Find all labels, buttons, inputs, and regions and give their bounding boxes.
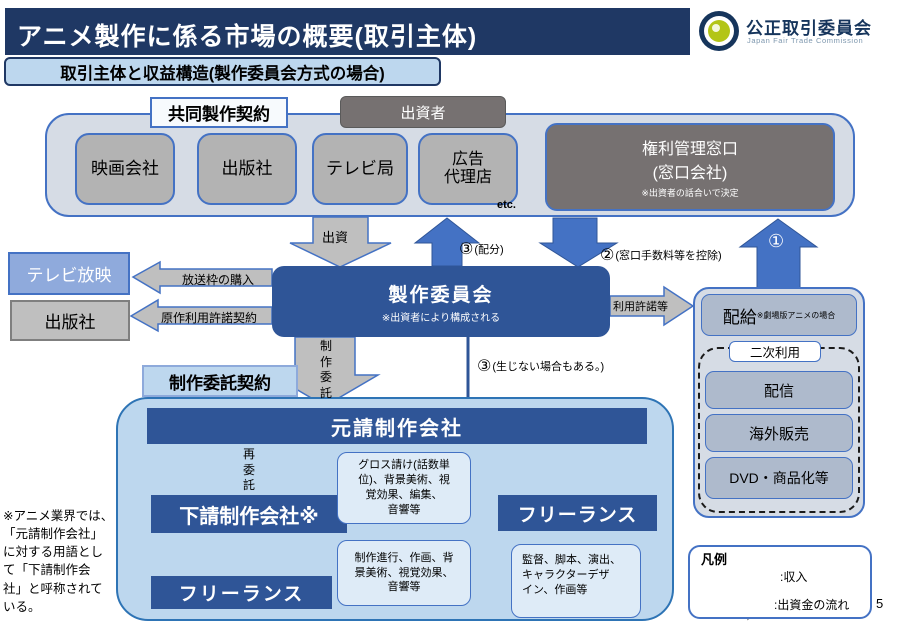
- jftc-logo-subtitle: Japan Fair Trade Commission: [747, 36, 864, 45]
- prime-contractor-bar: 元請制作会社: [147, 408, 647, 444]
- jftc-logo-name: 公正取引委員会: [746, 19, 872, 38]
- circled-3-mid: ③: [477, 358, 492, 375]
- production-consign-label: 制 作 委 託: [319, 339, 332, 400]
- legend-title: 凡例: [701, 552, 728, 567]
- publisher-box: 出版社: [10, 300, 130, 341]
- dist-item-overseas: 海外販売: [705, 414, 853, 452]
- rights-window-box: 権利管理窓口 (窓口会社) ※出資者の話合いで決定: [545, 123, 835, 211]
- etc-label: etc.: [497, 199, 516, 211]
- member-box-tv: テレビ局: [312, 133, 408, 205]
- slide-subtitle: 取引主体と収益構造(製作委員会方式の場合): [4, 57, 441, 86]
- flow-3-mid-note: (生じない場合もある。): [492, 361, 605, 373]
- reconsign-label: 再 委 託: [242, 447, 255, 493]
- member-box-film: 映画会社: [75, 133, 175, 205]
- dist-item-streaming: 配信: [705, 371, 853, 409]
- flow-3-note: (配分): [474, 244, 504, 256]
- circled-3: ③: [459, 241, 474, 258]
- window-fee-down-arrow: [538, 217, 619, 268]
- legend-income-label: :収入: [780, 570, 808, 584]
- freelance-bar-left: フリーランス: [151, 576, 332, 609]
- coproduction-contract-label: 共同製作契約: [150, 97, 288, 128]
- rights-window-line1: 権利管理窓口: [641, 141, 738, 158]
- subcontractor-bar: 下請制作会社※: [151, 495, 347, 533]
- flow-number-3-mid: ③(生じない場合もある。): [477, 356, 604, 376]
- production-committee-title: 製作委員会: [388, 284, 494, 306]
- distribution-note: ※劇場版アニメの場合: [756, 310, 836, 320]
- flow-number-3-top: ③(配分): [459, 239, 504, 259]
- member-box-publisher: 出版社: [197, 133, 297, 205]
- production-committee-box: 製作委員会 ※出資者により構成される: [272, 266, 610, 337]
- flow-2-note: (窓口手数料等を控除): [615, 250, 722, 262]
- flow-number-2: ②(窓口手数料等を控除): [600, 245, 722, 265]
- distribution-label: 配給: [722, 307, 757, 327]
- tv-broadcast-box: テレビ放映: [8, 252, 130, 295]
- page-title: アニメ製作に係る市場の概要(取引主体): [17, 23, 478, 51]
- invest-down-arrow: [289, 216, 392, 268]
- broadcast-slot-label: 放送枠の購入: [181, 273, 254, 287]
- title-banner: アニメ製作に係る市場の概要(取引主体): [5, 8, 690, 55]
- callout-freelance-left-tasks: 制作進行、作画、背 景美術、視覚効果、 音響等: [337, 540, 471, 606]
- legend-box: [688, 545, 872, 619]
- secondary-use-label: 二次利用: [729, 341, 821, 362]
- production-contract-label: 制作委託契約: [142, 365, 298, 397]
- invest-flow-label: 出資: [322, 230, 349, 245]
- dist-item-dvd: DVD・商品化等: [705, 457, 853, 499]
- distribution-box: 配給※劇場版アニメの場合: [701, 294, 857, 336]
- callout-freelance-right-tasks: 監督、脚本、演出、 キャラクターデザ イン、作画等: [511, 544, 641, 618]
- jftc-logo-swirl: [712, 24, 720, 32]
- freelance-bar-right: フリーランス: [498, 495, 657, 531]
- circled-2: ②: [600, 247, 615, 264]
- license-contract-label: 原作利用許諾契約: [161, 311, 258, 325]
- investor-label: 出資者: [340, 96, 506, 128]
- flow-number-1: ①: [768, 231, 785, 251]
- member-box-ad-agency: 広告 代理店: [418, 133, 518, 205]
- rights-window-line2: (窓口会社): [652, 165, 728, 182]
- usage-license-label: 利用許諾等: [613, 301, 668, 313]
- usage-license-right-arrow: [609, 285, 695, 327]
- callout-subcontract-tasks: グロス請け(話数単 位)、背景美術、視 覚効果、編集、 音響等: [337, 452, 471, 524]
- footnote: ※アニメ業界では、 「元請制作会社」 に対する用語とし て「下請制作会 社」と呼…: [3, 509, 114, 614]
- revenue-up-arrow: [738, 218, 819, 289]
- legend-investment-label: :出資金の流れ: [774, 598, 850, 612]
- production-committee-note: ※出資者により構成される: [381, 312, 501, 324]
- page-number: 5: [876, 596, 884, 611]
- rights-window-note: ※出資者の話合いで決定: [641, 188, 739, 198]
